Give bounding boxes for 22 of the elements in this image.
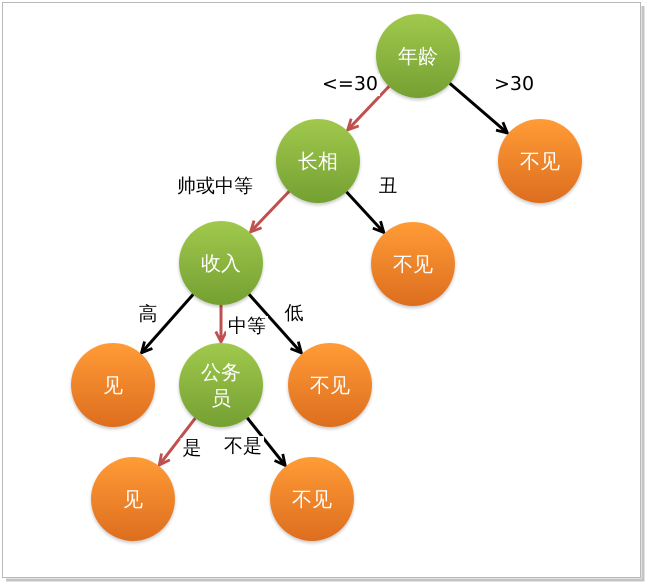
outcome-circle: 不见 [288,343,372,427]
attribute-circle: 长相 [276,119,360,203]
arrow [158,417,196,466]
arrow [246,416,287,467]
attribute-circle: 收入 [179,221,263,305]
outcome-circle: 见 [91,457,175,541]
edge-label: 中等 [226,316,268,338]
arrow [248,293,303,354]
arrow [346,85,390,132]
attribute-circle: 年龄 [376,14,460,98]
outcome-circle: 不见 [371,222,455,306]
arrow [140,293,194,354]
outcome-circle: 见 [71,343,155,427]
edge-label: 不是 [222,436,264,458]
arrow [448,82,509,134]
arrow [214,305,228,344]
edge-label: 是 [180,438,204,460]
arrow [249,190,290,234]
arrow [345,190,386,234]
outcome-circle: 不见 [270,457,354,541]
attribute-circle: 公务员 [179,343,263,427]
outcome-circle: 不见 [498,119,582,203]
